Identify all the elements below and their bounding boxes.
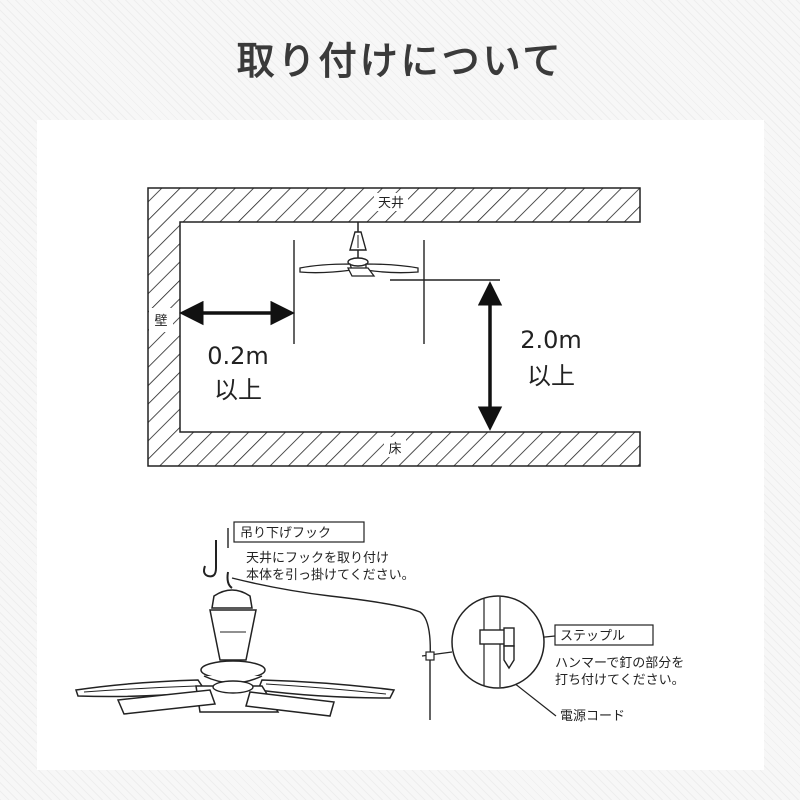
hook-note-line-2: 本体を引っ掛けてください。 (246, 568, 415, 583)
ceiling-fan-large-icon (75, 571, 396, 717)
hook-label: 吊り下げフック (240, 526, 331, 541)
wall-ceiling-structure (147, 187, 641, 467)
ceiling-label-bg (374, 193, 408, 211)
page-title: 取り付けについて (236, 39, 564, 83)
wall-label: 壁 (154, 314, 167, 329)
ceiling-fan-small-icon (299, 222, 419, 277)
floor-label-bg (384, 437, 406, 457)
hook-note-line-1: 天井にフックを取り付け (246, 551, 389, 566)
hanging-diagram: 吊り下げフック 天井にフックを取り付け 本体を引っ掛けてください。 ステップル … (75, 521, 685, 724)
floor-height-value: 2.0m (520, 326, 582, 354)
wall-label-bg (149, 308, 173, 332)
wall-distance-value: 0.2m (207, 342, 269, 370)
cord-label: 電源コード (560, 709, 625, 724)
room-diagram: 天井 壁 床 0.2m 以上 2.0m 以上 (147, 187, 641, 467)
staple-detail-icon (451, 595, 545, 689)
staple-mark (425, 651, 435, 661)
ceiling-label: 天井 (378, 196, 404, 211)
staple-label-box (554, 624, 654, 646)
hook-label-box (233, 521, 365, 543)
staple-note-line-1: ハンマーで釘の部分を (555, 655, 684, 671)
wall-distance-suffix: 以上 (214, 376, 262, 404)
hook-icon (203, 540, 217, 578)
floor-label: 床 (388, 442, 401, 457)
staple-note-line-2: 打ち付けてください。 (555, 673, 685, 688)
floor-height-suffix: 以上 (527, 362, 575, 390)
staple-label: ステップル (560, 629, 625, 644)
power-cord (231, 577, 431, 720)
